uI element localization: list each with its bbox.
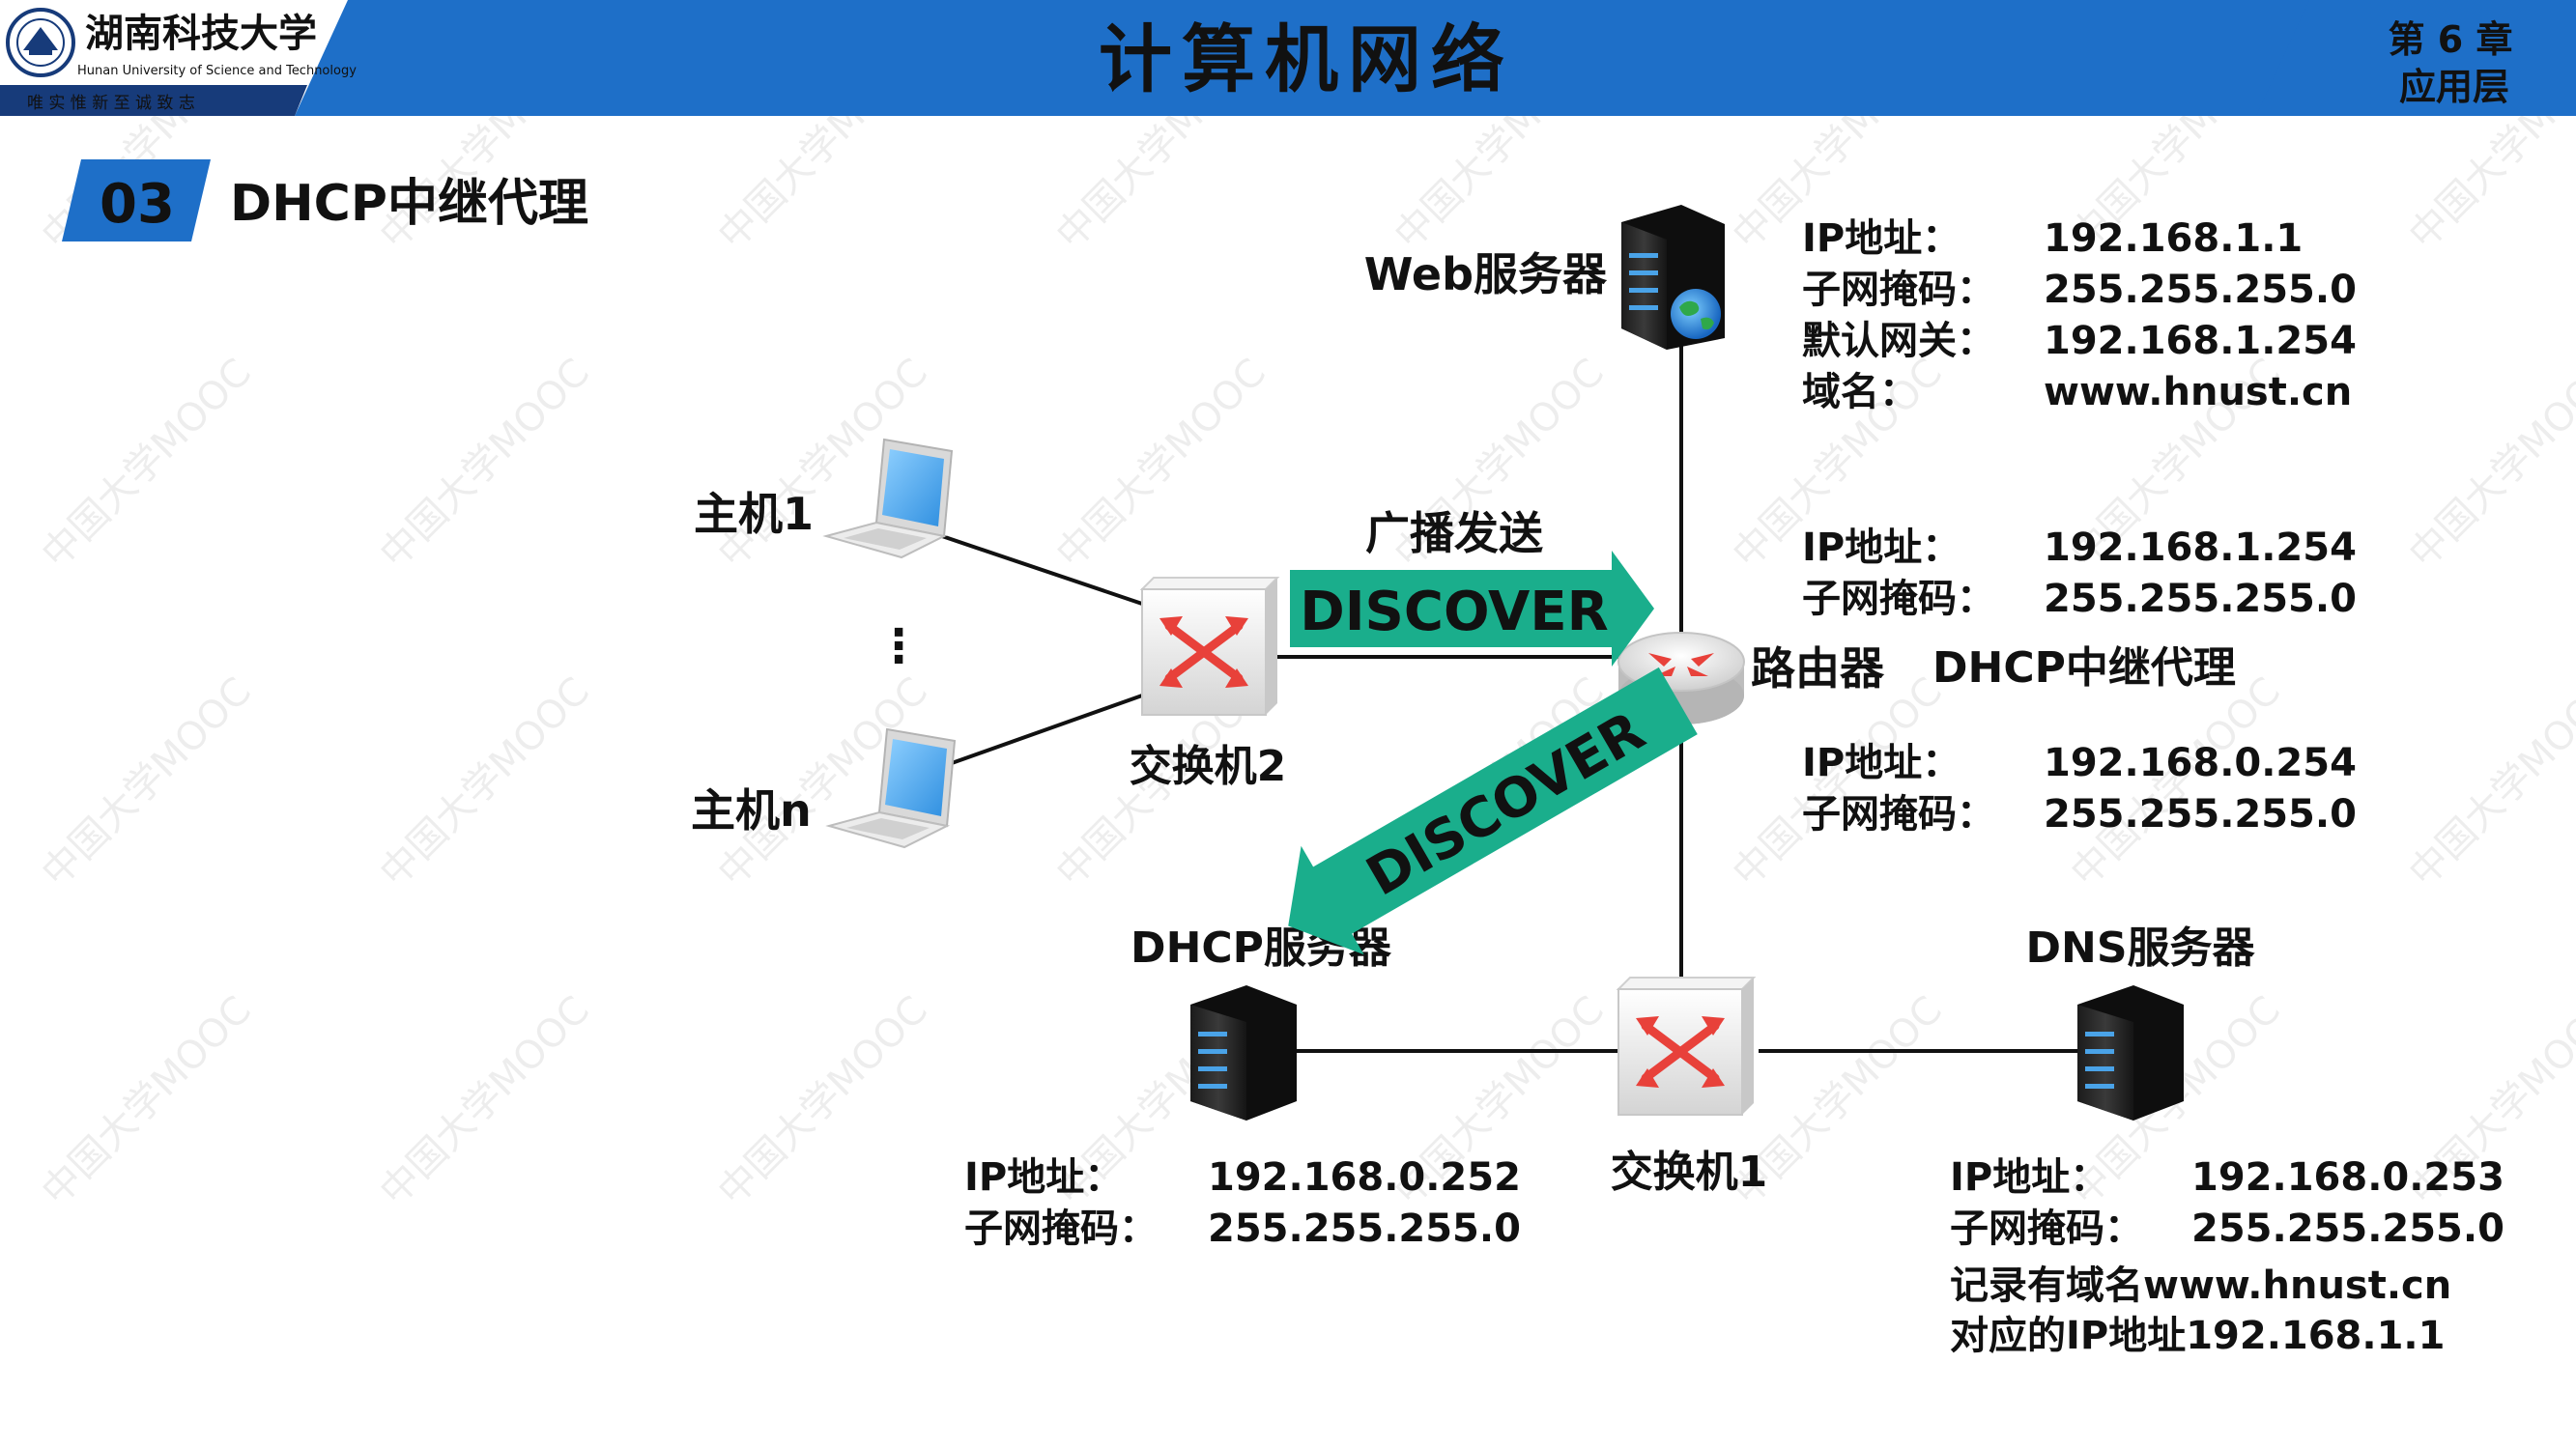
watermark-text: 中国大学MOOC — [372, 988, 598, 1214]
dns-mask-value: 255.255.255.0 — [2191, 1207, 2504, 1251]
switch1-label: 交换机1 — [1611, 1148, 1768, 1197]
watermark-text: 中国大学MOOC — [710, 988, 936, 1214]
arrow-right-icon — [1290, 551, 1654, 667]
router-lower-info: IP地址： 192.168.0.254 子网掩码： 255.255.255.0 — [1802, 741, 2357, 837]
dns-mask-key: 子网掩码： — [1950, 1207, 2143, 1251]
laptop-icon — [822, 438, 954, 559]
header-bar: 湖南科技大学 Hunan University of Science and T… — [0, 0, 2576, 116]
dhcp-server-icon — [1190, 985, 1297, 1121]
dhcp-server-info: IP地址： 192.168.0.252 子网掩码： 255.255.255.0 — [964, 1155, 1521, 1251]
dns-server-info: IP地址： 192.168.0.253 子网掩码： 255.255.255.0 … — [1950, 1155, 2504, 1358]
router-lower-ip-value: 192.168.0.254 — [2044, 741, 2357, 785]
router-upper-ip-value: 192.168.1.254 — [2044, 525, 2357, 570]
router-role-label: DHCP中继代理 — [1932, 643, 2236, 693]
watermark-text: 中国大学MOOC — [34, 669, 260, 895]
university-seal-icon — [6, 8, 75, 77]
course-title: 计算机网络 — [1099, 16, 1514, 102]
dhcp-ip-key: IP地址： — [964, 1155, 1123, 1200]
hosts-ellipsis: ⋮ — [875, 619, 922, 673]
router-upper-info: IP地址： 192.168.1.254 子网掩码： 255.255.255.0 — [1802, 525, 2357, 621]
discover-arrow-to-dhcp: DISCOVER — [1288, 667, 1698, 955]
web-ip-key: IP地址： — [1802, 216, 1961, 261]
web-gateway-value: 192.168.1.254 — [2044, 319, 2357, 363]
university-name-cn: 湖南科技大学 — [85, 12, 317, 56]
web-domain-value: www.hnust.cn — [2044, 370, 2352, 414]
watermark-text: 中国大学MOOC — [34, 988, 260, 1214]
arrow-down-left-icon — [1288, 667, 1698, 955]
web-gateway-key: 默认网关： — [1802, 319, 1995, 363]
dns-server-icon — [2077, 985, 2184, 1121]
dhcp-ip-value: 192.168.0.252 — [1208, 1155, 1521, 1200]
router-upper-mask-value: 255.255.255.0 — [2044, 577, 2357, 621]
link-hostn-switch2 — [951, 694, 1143, 765]
globe-icon — [1671, 289, 1721, 339]
web-domain-key: 域名： — [1802, 370, 1918, 414]
router-lower-mask-key: 子网掩码： — [1802, 792, 1995, 837]
link-host1-switch2 — [941, 534, 1143, 606]
switch-icon — [1139, 577, 1280, 716]
university-name-en: Hunan University of Science and Technolo… — [77, 64, 357, 78]
dns-note-line2: 对应的IP地址192.168.1.1 — [1950, 1314, 2445, 1358]
web-server-info: IP地址： 192.168.1.1 子网掩码： 255.255.255.0 默认… — [1802, 216, 2357, 414]
section-number-badge — [62, 159, 211, 241]
chapter-name: 应用层 — [2399, 66, 2509, 108]
chapter-number: 第 6 章 — [2389, 18, 2513, 61]
router-upper-mask-key: 子网掩码： — [1802, 577, 1995, 621]
dhcp-mask-value: 255.255.255.0 — [1208, 1207, 1521, 1251]
discover-to-router-label: DISCOVER — [1300, 581, 1609, 643]
dns-ip-key: IP地址： — [1950, 1155, 2108, 1200]
discover-to-dhcp-label: DISCOVER — [1357, 699, 1655, 908]
router-label: 路由器 — [1751, 642, 1885, 695]
dns-note-line1: 记录有域名www.hnust.cn — [1950, 1263, 2451, 1308]
dhcp-mask-key: 子网掩码： — [964, 1207, 1158, 1251]
watermark-text: 中国大学MOOC — [372, 669, 598, 895]
router-lower-ip-key: IP地址： — [1802, 741, 1961, 785]
hostn-label: 主机n — [691, 784, 812, 837]
dns-ip-value: 192.168.0.253 — [2191, 1155, 2504, 1200]
web-mask-value: 255.255.255.0 — [2044, 268, 2357, 312]
section-title: DHCP中继代理 — [230, 175, 588, 233]
broadcast-label: 广播发送 — [1365, 507, 1543, 559]
switch-icon — [1616, 977, 1757, 1116]
watermark-text: 中国大学MOOC — [372, 351, 598, 577]
router-lower-mask-value: 255.255.255.0 — [2044, 792, 2357, 837]
dns-server-label: DNS服务器 — [2025, 923, 2255, 973]
watermark-text: 中国大学MOOC — [2401, 351, 2576, 577]
laptop-icon — [825, 727, 957, 849]
web-server-label: Web服务器 — [1364, 248, 1608, 300]
router-upper-ip-key: IP地址： — [1802, 525, 1961, 570]
switch2-label: 交换机2 — [1130, 742, 1287, 791]
web-server-icon — [1621, 205, 1725, 350]
discover-arrow-to-router: DISCOVER — [1290, 551, 1654, 667]
network-links — [941, 343, 2077, 1053]
header-band — [275, 0, 2338, 116]
header-chapter-band — [2256, 0, 2576, 116]
web-ip-value: 192.168.1.1 — [2044, 216, 2303, 261]
watermark-text: 中国大学MOOC — [1048, 351, 1274, 577]
motto-strip — [0, 85, 307, 116]
university-motto: 唯 实 惟 新 至 诚 致 志 — [27, 94, 195, 113]
section-number: 03 — [100, 173, 175, 236]
host1-label: 主机1 — [694, 488, 814, 540]
web-mask-key: 子网掩码： — [1802, 268, 1995, 312]
watermark-text: 中国大学MOOC — [2401, 669, 2576, 895]
section-heading: 03 DHCP中继代理 — [62, 159, 588, 241]
watermark-text: 中国大学MOOC — [34, 351, 260, 577]
